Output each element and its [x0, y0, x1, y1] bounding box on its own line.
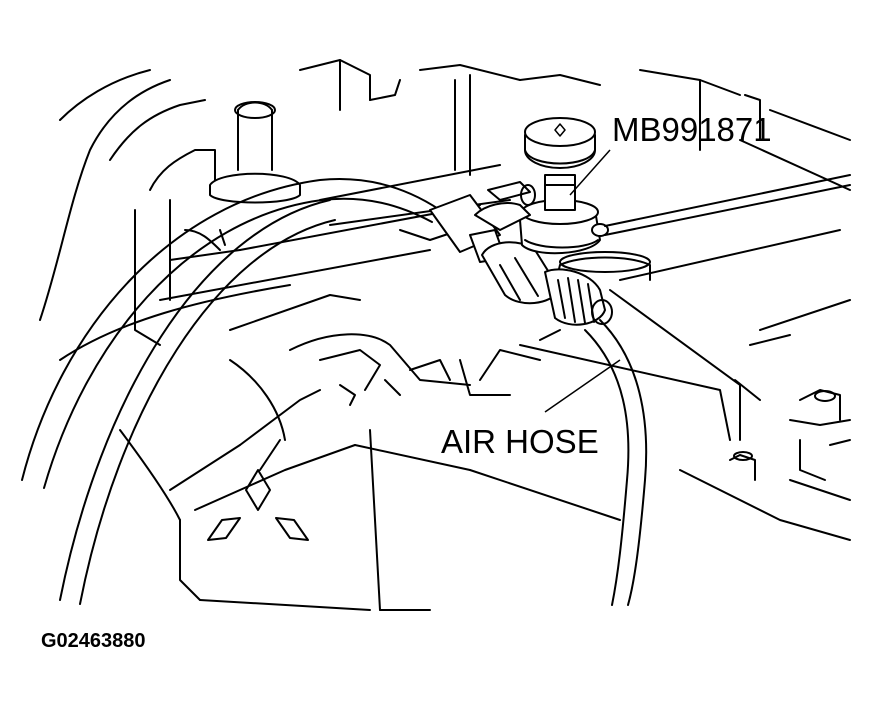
hose-label: AIR HOSE: [441, 423, 599, 460]
engine-bay-outline: [39, 59, 851, 611]
pressure-tester-assembly: [429, 117, 851, 326]
figure-id: G02463880: [41, 630, 146, 652]
air-hose: [21, 178, 648, 606]
hose-leader-line: [544, 359, 621, 413]
mitsubishi-logo-icon: [207, 469, 309, 541]
tool-leader-line: [569, 149, 611, 196]
tool-label: MB991871: [612, 111, 772, 148]
